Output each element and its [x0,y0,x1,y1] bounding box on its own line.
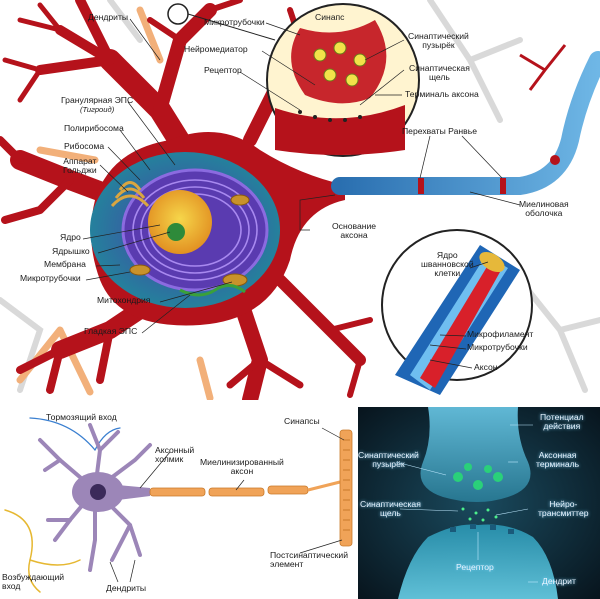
label-render-neurotransmitter: Нейро-трансмиттер [538,499,589,519]
nodes-of-ranvier [418,155,560,194]
background-neurons [0,0,600,393]
label-rough-er: Гранулярная ЭПС(Тигроид) [61,95,134,115]
axon-terminal-branches [519,44,567,91]
label-membrane: Мембрана [44,259,86,269]
label-polyribosome: Полирибосома [64,123,124,133]
label-microfilament: Микрофиламент [467,329,534,339]
label-microtubules-top: Микротрубочки [204,17,265,27]
simple-nucleus [90,484,106,500]
label-mitochondria: Митохондрия [97,295,151,305]
render-vesicles [453,463,503,490]
label-synapse: Синапс [315,12,345,22]
label-nucleolus: Ядрышко [52,246,90,256]
label-ranvier: Перехваты Ранвье [402,126,477,136]
label-smooth-er: Гладкая ЭПС [84,326,138,336]
axon-main [331,51,600,195]
label-dendrites-top: Дендриты [88,12,129,22]
neurotransmitter-particles [461,507,498,522]
axon-tail [307,480,341,492]
label-microtubules-left: Микротрубочки [20,273,81,283]
label-ribosome: Рибосома [64,141,105,151]
label-render-receptor: Рецептор [456,562,494,572]
axon-hillock [118,485,150,500]
postsynaptic-bar [339,429,353,547]
synapse-ticks [343,439,350,531]
simple-dendrites [38,423,152,572]
neuron-illustration [0,0,600,400]
input-fibers [4,417,121,593]
presynaptic-terminal [291,20,387,104]
label-dendrites-bottom: Дендриты [106,583,147,593]
label-neurotransmitter: Нейромедиатор [184,44,248,54]
label-render-dendrite: Дендрит [542,576,576,586]
label-microtubules-inset: Микротрубочки [467,342,528,352]
label-receptor: Рецептор [204,65,242,75]
label-axon-inset: Аксон [474,362,498,372]
nucleus-shape [148,190,212,254]
vesicles [313,41,367,87]
postsynaptic-membrane [275,105,405,155]
synapse-render [358,407,600,599]
myelin-segments [149,485,309,497]
synapse-highlight [167,3,189,25]
receptors [298,110,362,122]
render-receptors [450,524,514,534]
simple-soma [72,472,124,512]
presynaptic-knob [420,407,531,502]
postsynaptic-knob [398,524,558,599]
nucleolus-shape [167,223,185,241]
axon-cross-section [395,245,520,395]
mitochondria-shapes [129,194,250,287]
label-synapses: Синапсы [284,416,320,426]
label-inhibitory-input: Тормозящий вход [46,412,117,422]
label-axon-terminal: Терминаль аксона [405,89,479,99]
label-nucleus: Ядро [60,232,81,242]
